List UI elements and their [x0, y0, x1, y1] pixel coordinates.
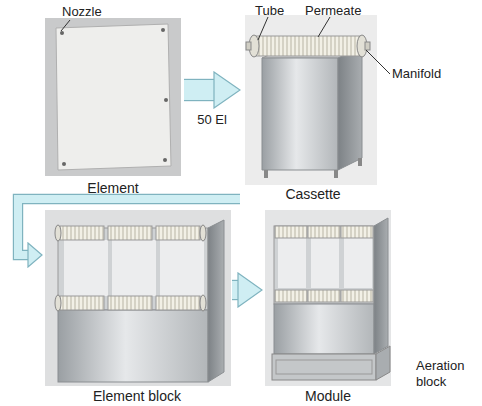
permeate-outlet: [246, 42, 251, 50]
manifold: [249, 35, 259, 57]
frame-window: [160, 240, 204, 296]
module-frame: [274, 226, 374, 304]
process-arrow: [18, 199, 240, 255]
tube-row: [60, 226, 104, 240]
nozzle: [62, 162, 66, 166]
photo-backdrop: [265, 210, 391, 386]
process-arrow: [232, 290, 238, 291]
panel-caption: Element block: [93, 388, 181, 404]
manifold: [200, 225, 206, 241]
arrow-label: 50 El: [197, 112, 227, 127]
leg: [264, 170, 268, 178]
nozzle: [161, 28, 165, 32]
illustration-panel: Cassette: [240, 14, 386, 202]
tube-row: [275, 290, 307, 302]
tube-row: [156, 226, 200, 240]
process-arrow: [184, 90, 214, 91]
leader-line: [258, 17, 268, 40]
frame-window: [278, 238, 306, 288]
tube-row: [156, 296, 200, 310]
module-body: [274, 304, 374, 354]
panel-caption: Cassette: [285, 186, 340, 202]
tube-row: [275, 226, 307, 238]
part-label: Aeration block: [416, 358, 478, 390]
arrow-body: [232, 281, 238, 299]
block-body: [58, 310, 208, 382]
membrane-element: [56, 24, 171, 170]
tube-row: [341, 290, 373, 302]
arrow-body: [184, 80, 214, 100]
manifold: [55, 225, 61, 241]
arrow-outline: [184, 79, 214, 101]
tube-row: [108, 226, 152, 240]
aeration-pipe: [276, 360, 372, 374]
leader-line: [366, 50, 390, 74]
arrow-outline: [232, 280, 238, 300]
photo-backdrop: [245, 15, 377, 185]
frame-window: [311, 238, 339, 288]
block-side: [208, 220, 224, 382]
tube-row: [341, 226, 373, 238]
illustration-panel: Module: [262, 212, 394, 404]
aeration-side: [376, 346, 390, 380]
frame-window: [112, 240, 156, 296]
leader-line: [61, 20, 70, 31]
illustration-panel: Element block: [42, 212, 232, 404]
part-label: Nozzle: [62, 4, 102, 20]
photo-backdrop: [45, 210, 231, 386]
aeration-block: [272, 354, 376, 380]
arrow-outline: [18, 199, 240, 255]
part-label: Permeate: [305, 3, 361, 19]
nozzle: [164, 98, 168, 102]
module-side: [374, 218, 388, 354]
tube-row: [308, 290, 340, 302]
arrow-body: [18, 199, 240, 255]
photo-backdrop: [45, 18, 181, 176]
tube-row: [108, 296, 152, 310]
illustration-panel: Element: [42, 18, 184, 196]
panel-caption: Module: [305, 388, 351, 404]
cassette-side: [338, 48, 362, 170]
manifold: [55, 295, 61, 311]
manifold: [200, 295, 206, 311]
cassette-top: [262, 48, 362, 58]
tube-row: [256, 36, 360, 56]
block-frame: [58, 228, 208, 310]
part-label: Tube: [255, 3, 284, 19]
tube-row: [308, 226, 340, 238]
frame-window: [64, 240, 108, 296]
leg: [334, 170, 338, 178]
tube-row: [60, 296, 104, 310]
permeate-outlet: [365, 42, 370, 50]
part-label: Manifold: [392, 66, 441, 82]
nozzle: [60, 31, 64, 35]
cassette-body: [262, 58, 338, 170]
leader-line: [318, 17, 330, 37]
panel-caption: Element: [87, 180, 138, 196]
frame-window: [344, 238, 372, 288]
nozzle: [163, 158, 167, 162]
manifold: [357, 35, 367, 57]
leg: [358, 158, 362, 166]
